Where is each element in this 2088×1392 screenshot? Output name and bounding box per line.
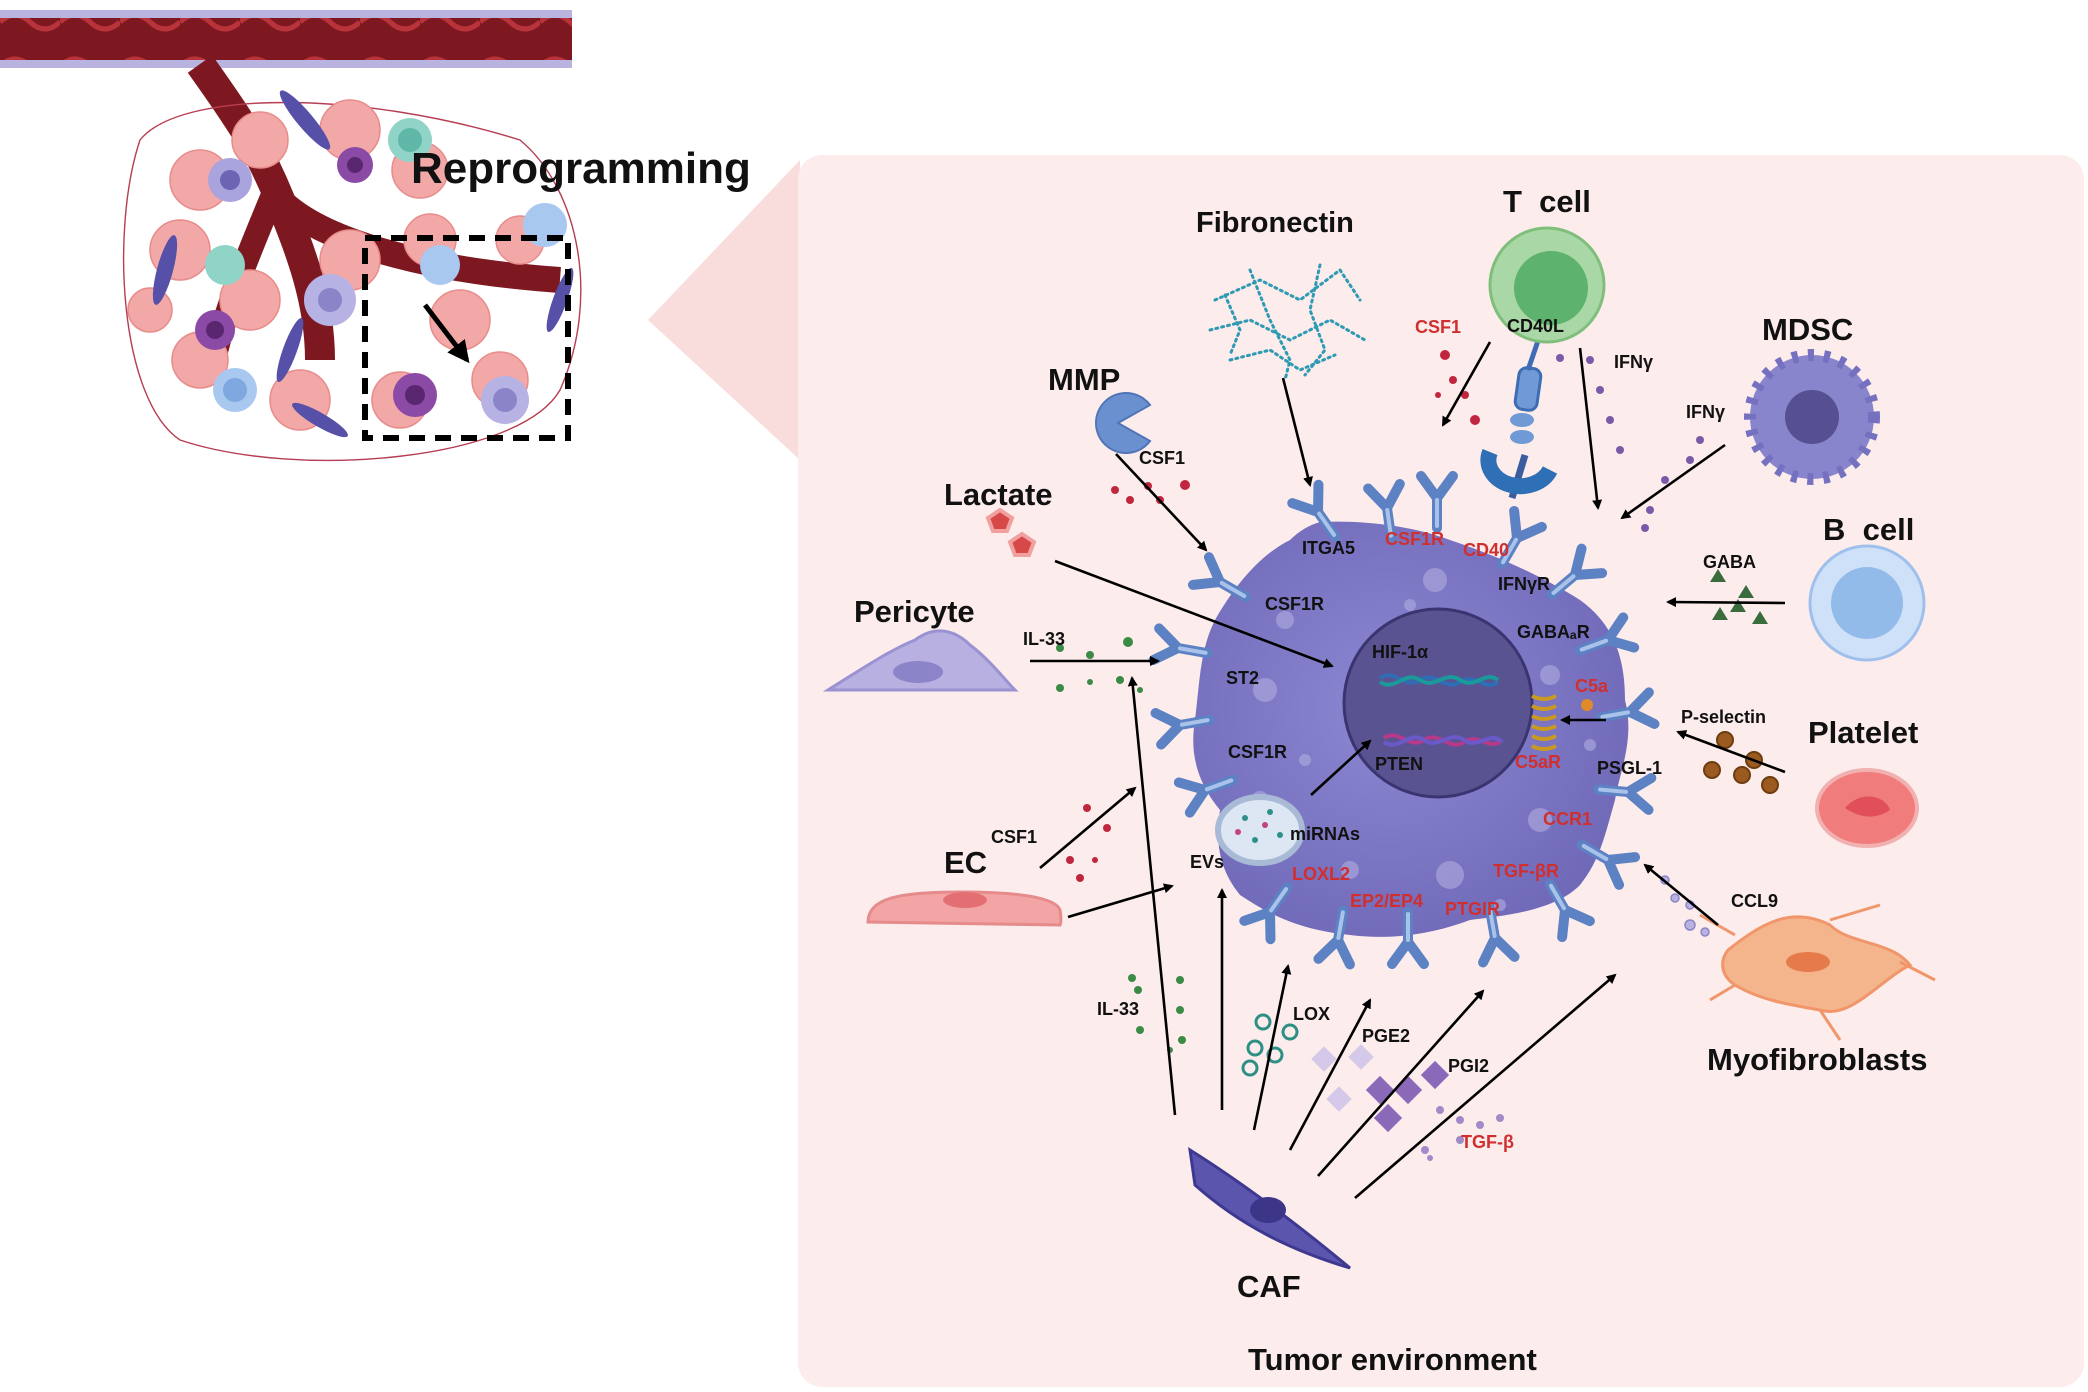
t-cell-label: T cell bbox=[1503, 184, 1591, 219]
receptor bbox=[1239, 882, 1293, 945]
signal-cd40l: CD40L bbox=[1507, 316, 1564, 336]
label-itga5: ITGA5 bbox=[1302, 538, 1355, 558]
t-cell bbox=[1488, 226, 1606, 344]
macrophage-cell bbox=[1193, 521, 1629, 937]
signal-lox: LOX bbox=[1293, 1004, 1330, 1024]
endothelial-cell bbox=[866, 890, 1063, 927]
receptor bbox=[1478, 903, 1520, 968]
mdsc-cell bbox=[1744, 349, 1880, 485]
lactate-label: Lactate bbox=[944, 477, 1053, 512]
b-cell-label: B cell bbox=[1823, 512, 1914, 547]
label-gabaar: GABAₐR bbox=[1517, 622, 1590, 642]
receptor bbox=[1497, 505, 1547, 569]
receptor bbox=[1173, 774, 1239, 818]
platelet-label: Platelet bbox=[1808, 715, 1918, 750]
blood-vessel bbox=[0, 14, 572, 64]
footer-label: Tumor environment bbox=[1248, 1342, 1537, 1377]
signal-gaba: GABA bbox=[1703, 552, 1756, 572]
myofibroblasts-label: Myofibroblasts bbox=[1707, 1042, 1927, 1077]
label-tgfbr: TGF-βR bbox=[1493, 861, 1559, 881]
c5ar-receptor bbox=[1531, 694, 1557, 751]
mmp-label: MMP bbox=[1048, 362, 1120, 397]
nucleus-label-hif: HIF-1α bbox=[1372, 642, 1428, 662]
label-loxl2: LOXL2 bbox=[1292, 864, 1350, 884]
mdsc-label: MDSC bbox=[1762, 312, 1853, 347]
signal-ifng-tcell: IFNγ bbox=[1614, 352, 1653, 372]
receptor bbox=[1595, 687, 1660, 729]
vessel-branch bbox=[270, 190, 561, 293]
signal-pgi2: PGI2 bbox=[1448, 1056, 1489, 1076]
signal-pge2: PGE2 bbox=[1362, 1026, 1410, 1046]
label-st2: ST2 bbox=[1226, 668, 1259, 688]
label-ptgir: PTGIR bbox=[1445, 899, 1500, 919]
signal-tgfb: TGF-β bbox=[1461, 1132, 1514, 1152]
signal-il33-caf: IL-33 bbox=[1097, 999, 1139, 1019]
fibronectin-label: Fibronectin bbox=[1196, 207, 1354, 239]
heading: Reprogramming bbox=[411, 144, 751, 193]
receptor bbox=[1150, 708, 1215, 750]
label-psgl1: PSGL-1 bbox=[1597, 758, 1662, 778]
label-csf1r-low: CSF1R bbox=[1228, 742, 1287, 762]
label-ep2ep4: EP2/EP4 bbox=[1350, 891, 1423, 911]
signal-csf1-ec: CSF1 bbox=[991, 827, 1037, 847]
label-ccr1: CCR1 bbox=[1543, 809, 1592, 829]
vesicle-label-evs: EVs bbox=[1190, 852, 1224, 872]
signal-csf1-tcell: CSF1 bbox=[1415, 317, 1461, 337]
receptor bbox=[1545, 879, 1595, 943]
platelet-cell bbox=[1815, 768, 1919, 848]
label-csf1r-top: CSF1R bbox=[1385, 529, 1444, 549]
receptor bbox=[1287, 479, 1341, 542]
receptor bbox=[1416, 471, 1458, 533]
zoom-box bbox=[362, 235, 571, 441]
pericyte-label: Pericyte bbox=[854, 594, 975, 629]
gaba-molecules bbox=[1710, 569, 1768, 624]
receptor-group bbox=[1148, 471, 1660, 970]
signal-il33-pericyte: IL-33 bbox=[1023, 629, 1065, 649]
fibronectin-network bbox=[1208, 263, 1367, 382]
signal-csf1-mmp: CSF1 bbox=[1139, 448, 1185, 468]
arrows bbox=[1030, 341, 1786, 1199]
receptor bbox=[1363, 478, 1405, 543]
label-c5ar: C5aR bbox=[1515, 752, 1561, 772]
receptor bbox=[1593, 772, 1657, 815]
lox-molecules bbox=[1241, 1013, 1299, 1077]
mmp-enzyme bbox=[1095, 392, 1152, 454]
receptor bbox=[1577, 840, 1641, 890]
lactate-molecules bbox=[985, 507, 1037, 557]
receptor bbox=[1187, 552, 1251, 602]
b-cell bbox=[1808, 544, 1926, 662]
signal-ccl9: CCL9 bbox=[1731, 891, 1778, 911]
signal-dots bbox=[1056, 350, 1710, 1161]
ec-label: EC bbox=[944, 845, 987, 880]
signal-ifng-mdsc: IFNγ bbox=[1686, 402, 1725, 422]
tissue-overview bbox=[0, 10, 582, 462]
receptor bbox=[1387, 907, 1429, 969]
caf-cell bbox=[1188, 1147, 1351, 1270]
receptor bbox=[1547, 543, 1608, 600]
vesicle-label-mirnas: miRNAs bbox=[1290, 824, 1360, 844]
caf-label: CAF bbox=[1237, 1269, 1301, 1304]
extracellular-vesicle bbox=[1215, 794, 1305, 866]
signal-p-selectin: P-selectin bbox=[1681, 707, 1766, 727]
nucleus bbox=[1342, 607, 1534, 799]
pericyte-cell bbox=[822, 629, 1019, 692]
receptor bbox=[1574, 612, 1640, 656]
label-c5a-inner: C5a bbox=[1575, 676, 1609, 696]
cd40-cd40l-complex bbox=[1480, 334, 1558, 500]
zoom-cone bbox=[648, 160, 800, 460]
label-cd40: CD40 bbox=[1463, 540, 1509, 560]
label-ifngr: IFNγR bbox=[1498, 574, 1550, 594]
label-csf1r-left: CSF1R bbox=[1265, 594, 1324, 614]
receptor bbox=[1313, 905, 1355, 970]
nucleus-label-pten: PTEN bbox=[1375, 754, 1423, 774]
p-selectin-molecules bbox=[1703, 731, 1779, 794]
